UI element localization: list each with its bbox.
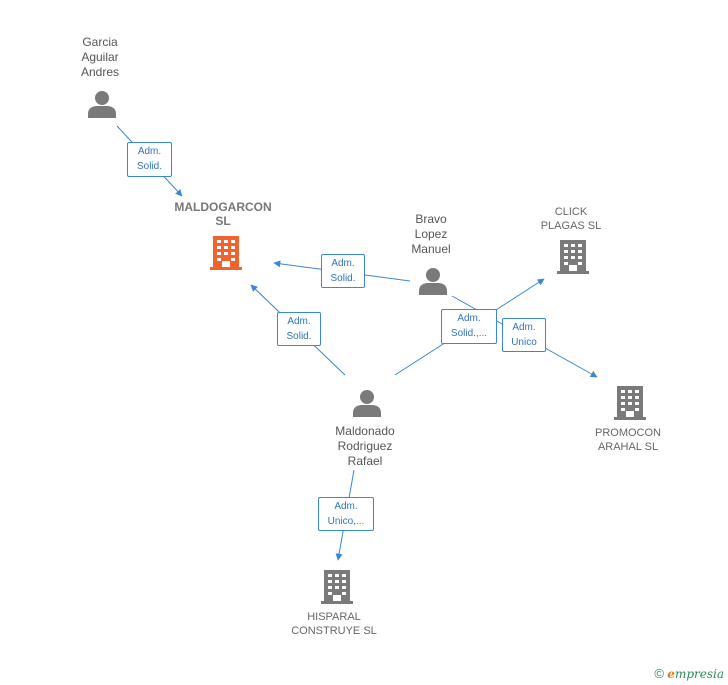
brand-rest: mpresia: [674, 667, 724, 681]
node-bravo-lopez-manuel[interactable]: Bravo Lopez Manuel: [391, 212, 471, 257]
person-icon: [88, 91, 116, 118]
node-click-plagas-sl[interactable]: CLICK PLAGAS SL: [521, 205, 621, 233]
edge-badge-maldonado-maldogarcon[interactable]: Adm. Solid.: [277, 312, 321, 346]
node-label: Garcia Aguilar Andres: [80, 35, 120, 79]
node-label: CLICK PLAGAS SL: [540, 206, 602, 232]
node-garcia-aguilar-andres[interactable]: Garcia Aguilar Andres: [60, 35, 140, 80]
node-label: Maldonado Rodriguez Rafael: [335, 424, 395, 468]
node-label: Bravo Lopez Manuel: [411, 212, 451, 256]
node-maldonado-rodriguez-rafael[interactable]: Maldonado Rodriguez Rafael: [315, 424, 415, 469]
edge-badge-maldonado-hisparal[interactable]: Adm. Unico,...: [318, 497, 374, 531]
node-label: MALDOGARCON SL: [174, 200, 272, 228]
empresia-logo[interactable]: © empresia: [654, 666, 724, 681]
node-maldogarcon-sl[interactable]: MALDOGARCON SL: [163, 200, 283, 228]
edge-badge-maldonado-click[interactable]: Adm. Solid.,...: [441, 309, 497, 344]
building-icon: [614, 386, 646, 420]
edge-badge-bravo-maldogarcon[interactable]: Adm. Solid.: [321, 254, 365, 288]
person-icon: [353, 390, 381, 417]
node-label: HISPARAL CONSTRUYE SL: [291, 611, 377, 637]
edge-badge-garcia-maldogarcon[interactable]: Adm. Solid.: [127, 142, 172, 177]
node-label: PROMOCON ARAHAL SL: [595, 427, 661, 453]
person-icon: [419, 268, 447, 295]
brand-e: e: [667, 667, 675, 681]
edge-badge-bravo-promocon[interactable]: Adm. Unico: [502, 318, 546, 352]
node-hisparal-construye-sl[interactable]: HISPARAL CONSTRUYE SL: [274, 610, 394, 638]
node-promocon-arahal-sl[interactable]: PROMOCON ARAHAL SL: [578, 426, 678, 454]
building-icon: [321, 570, 353, 604]
building-icon: [557, 240, 589, 274]
building-icon: [210, 236, 242, 270]
copyright-icon: ©: [654, 666, 664, 681]
